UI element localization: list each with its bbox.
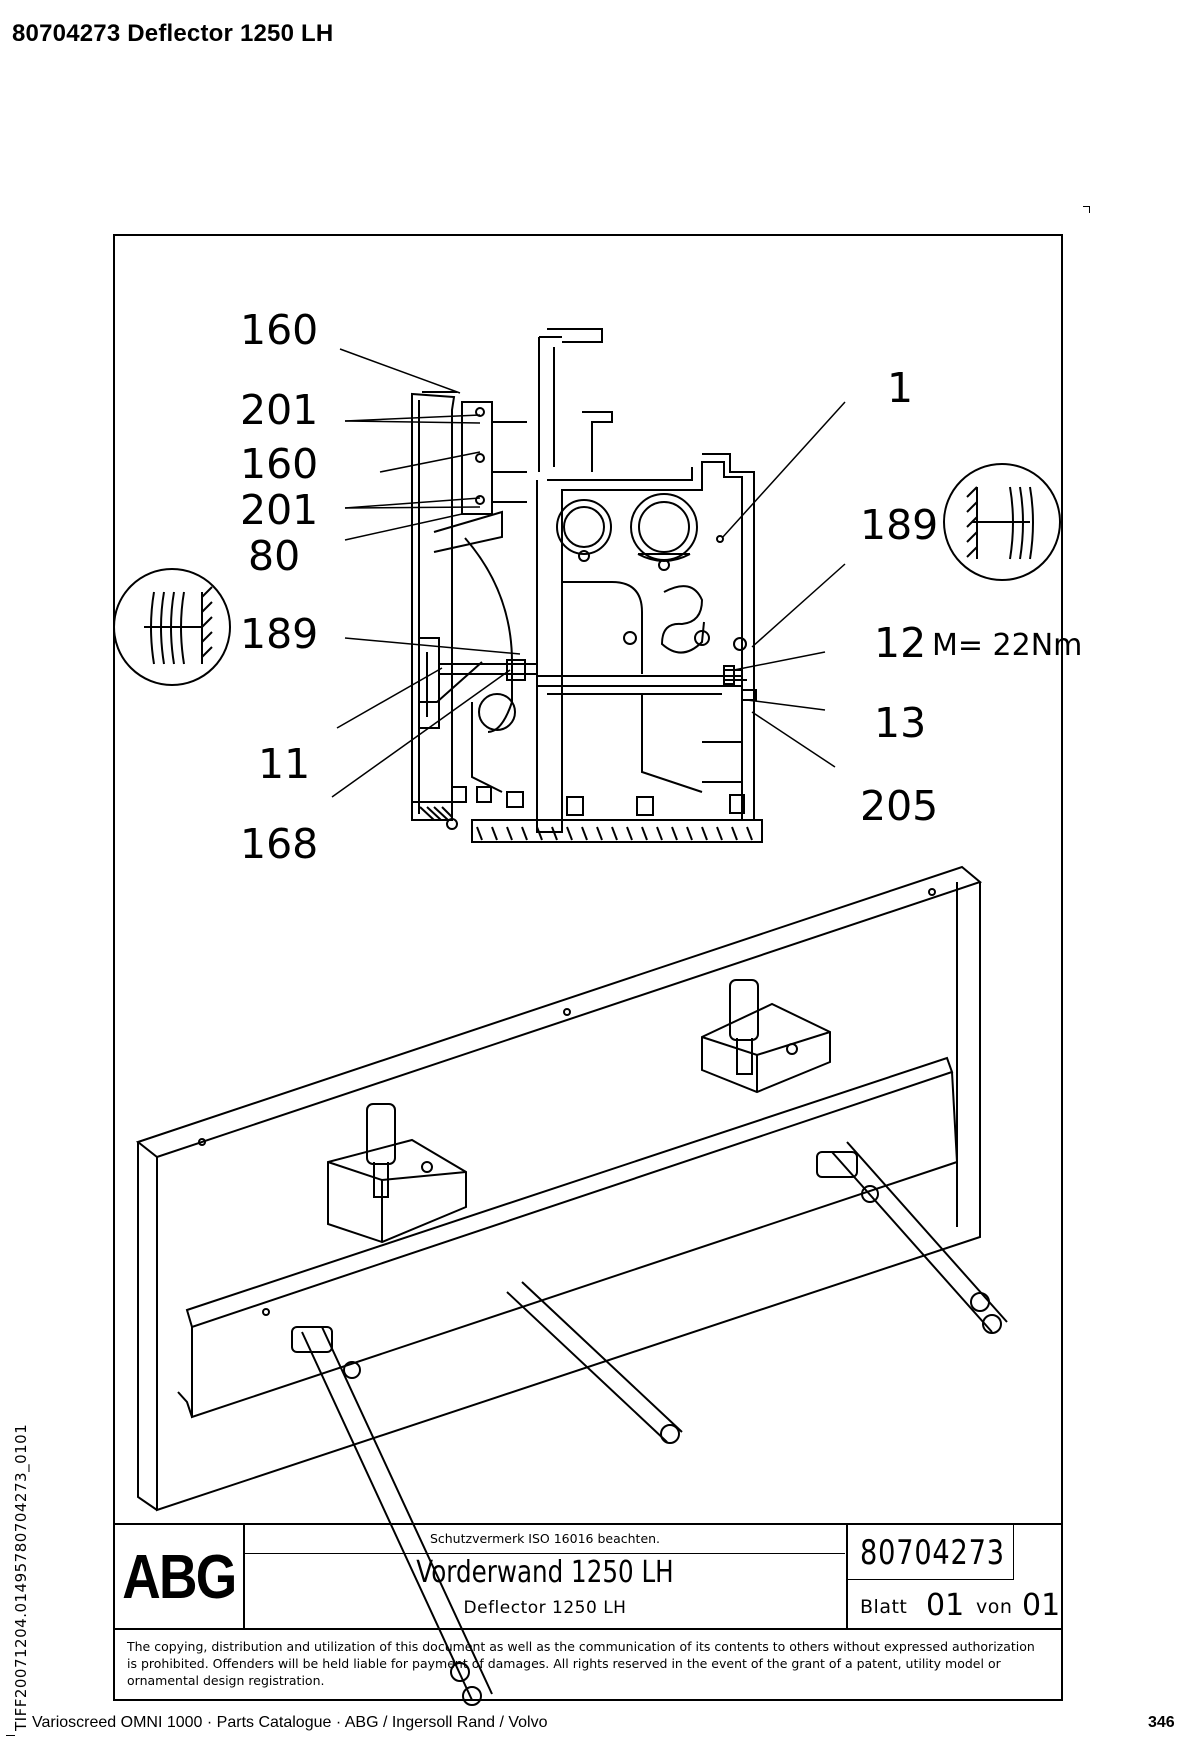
title-german: Vorderwand 1250 LH: [416, 1555, 674, 1590]
side-document-id: TIFF20071204.01495780704273_0101: [12, 1423, 30, 1731]
leader-lines: [331, 348, 846, 798]
title-block: ABG Schutzvermerk ISO 16016 beachten. Vo…: [115, 1523, 1061, 1630]
copyright-notice: The copying, distribution and utilizatio…: [115, 1628, 1061, 1703]
callout-13: 13: [874, 699, 926, 747]
sheet-info: Blatt 01 von 01: [846, 1580, 1061, 1630]
callout-189-right: 189: [860, 501, 938, 549]
sheet-label: Blatt: [860, 1596, 908, 1618]
callout-80: 80: [248, 532, 300, 580]
drawing-frame: 160 201 160 201 80 189 11 168 1 189 12 M…: [113, 234, 1082, 1706]
callout-205: 205: [860, 782, 938, 830]
of-label: von: [976, 1596, 1013, 1618]
drawing-number: 80704273: [846, 1525, 1014, 1580]
callout-11: 11: [258, 740, 310, 788]
callout-labels: 160 201 160 201 80 189 11 168 1 189 12 M…: [240, 306, 1082, 868]
callout-160-middle: 160: [240, 440, 318, 488]
page-number: 346: [1148, 1714, 1175, 1731]
title-english: Deflector 1250 LH: [463, 1598, 627, 1618]
isometric-view: [135, 865, 1008, 1706]
callout-168: 168: [240, 820, 318, 868]
footer-tick: [6, 1735, 15, 1736]
sheet-value: 01: [926, 1588, 965, 1623]
detail-circle-left: [113, 568, 231, 686]
footer-text: Varioscreed OMNI 1000 · Parts Catalogue …: [32, 1714, 548, 1731]
abg-logo: ABG: [115, 1525, 245, 1630]
page-title: 80704273 Deflector 1250 LH: [12, 20, 334, 47]
detail-circle-right: [943, 463, 1061, 581]
callout-1: 1: [887, 364, 913, 412]
callout-160-top: 160: [240, 306, 318, 354]
callout-201-top: 201: [240, 386, 318, 434]
callout-12: 12: [874, 619, 926, 667]
crop-mark: [1083, 206, 1090, 213]
technical-drawing: 160 201 160 201 80 189 11 168 1 189 12 M…: [113, 306, 1082, 1706]
protection-note: Schutzvermerk ISO 16016 beachten.: [245, 1525, 845, 1554]
of-value: 01: [1022, 1588, 1061, 1623]
callout-189-left: 189: [240, 610, 318, 658]
torque-spec: M= 22Nm: [932, 628, 1082, 663]
section-view: [411, 328, 763, 843]
callout-201-middle: 201: [240, 486, 318, 534]
